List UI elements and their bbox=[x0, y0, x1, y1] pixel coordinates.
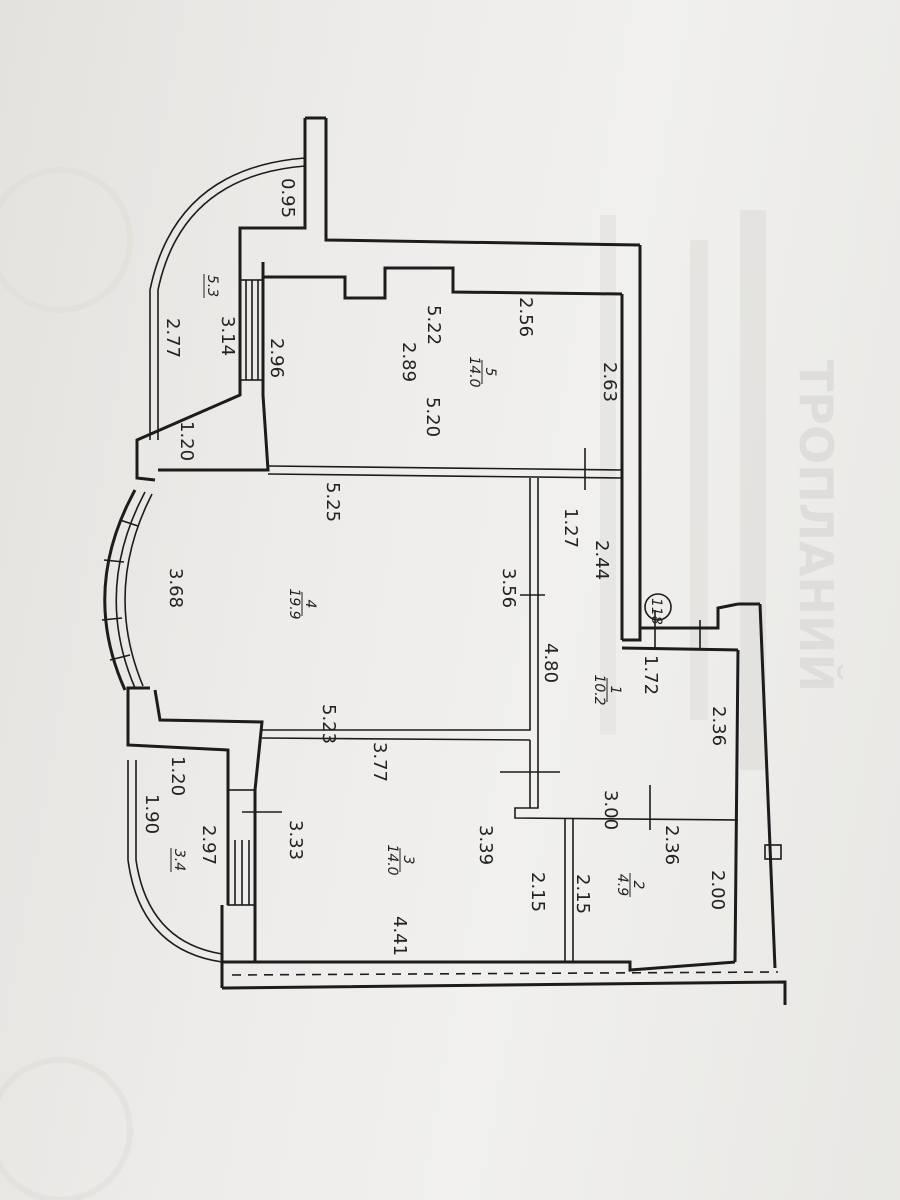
dim-3-00: 3.00 bbox=[600, 790, 621, 830]
svg-text:5.3: 5.3 bbox=[204, 275, 220, 297]
svg-text:4: 4 bbox=[302, 600, 318, 609]
dim-5-20: 5.20 bbox=[422, 397, 443, 437]
dim-2-96: 2.96 bbox=[266, 338, 287, 378]
dim-3-33: 3.33 bbox=[285, 820, 306, 860]
dim-3-39: 3.39 bbox=[475, 825, 496, 865]
dim-1-20-bottom: 1.20 bbox=[167, 756, 188, 796]
svg-text:3: 3 bbox=[400, 856, 416, 865]
dim-2-36-right: 2.36 bbox=[708, 706, 729, 746]
dim-2-15-left: 2.15 bbox=[527, 872, 548, 912]
svg-text:14.0: 14.0 bbox=[384, 844, 400, 875]
exterior-walls bbox=[126, 116, 787, 1005]
dim-5-22: 5.22 bbox=[423, 305, 444, 345]
svg-text:19.9: 19.9 bbox=[286, 588, 302, 619]
svg-text:3.4: 3.4 bbox=[171, 849, 187, 871]
dim-2-15-right: 2.15 bbox=[572, 874, 593, 914]
room-2-marker: 2 4.9 bbox=[614, 873, 646, 897]
dim-4-41: 4.41 bbox=[389, 916, 410, 956]
dim-3-14: 3.14 bbox=[217, 316, 238, 356]
svg-text:118: 118 bbox=[648, 598, 664, 625]
dim-2-97: 2.97 bbox=[198, 825, 219, 865]
bleed-through-text: ТРОПЛАНИЙ bbox=[0, 167, 843, 1200]
dim-3-68: 3.68 bbox=[165, 568, 186, 608]
dim-1-27: 1.27 bbox=[560, 508, 581, 548]
room-3-marker: 3 14.0 bbox=[384, 844, 416, 875]
dim-3-77: 3.77 bbox=[369, 742, 390, 782]
dim-2-63: 2.63 bbox=[599, 362, 620, 402]
dim-1-20-top: 1.20 bbox=[176, 421, 197, 461]
dim-0-95: 0.95 bbox=[277, 178, 298, 218]
room-5-marker: 5 14.0 bbox=[466, 356, 498, 387]
apartment-number-badge: 118 bbox=[644, 593, 672, 625]
dim-5-25: 5.25 bbox=[322, 482, 343, 522]
bay-window bbox=[101, 489, 153, 691]
room-4-marker: 4 19.9 bbox=[286, 588, 318, 619]
dim-2-36-lower: 2.36 bbox=[661, 825, 682, 865]
svg-text:5: 5 bbox=[482, 368, 498, 377]
balcony-5-3-label: 5.3 bbox=[203, 274, 220, 298]
balconies bbox=[127, 157, 306, 963]
room-1-marker: 1 10.2 bbox=[591, 674, 623, 705]
balcony-3-4-label: 3.4 bbox=[170, 848, 187, 872]
dim-2-56: 2.56 bbox=[515, 297, 536, 337]
svg-text:10.2: 10.2 bbox=[591, 674, 607, 705]
dim-1-90: 1.90 bbox=[141, 794, 162, 834]
svg-text:14.0: 14.0 bbox=[466, 356, 482, 387]
dim-4-80: 4.80 bbox=[540, 643, 561, 683]
dim-2-00: 2.00 bbox=[707, 870, 728, 910]
svg-text:4.9: 4.9 bbox=[614, 874, 630, 896]
svg-text:ТРОПЛАНИЙ: ТРОПЛАНИЙ bbox=[789, 360, 843, 692]
dim-2-77: 2.77 bbox=[162, 318, 183, 358]
svg-text:1: 1 bbox=[607, 686, 623, 695]
dim-2-89: 2.89 bbox=[398, 342, 419, 382]
dim-3-56: 3.56 bbox=[498, 568, 519, 608]
svg-text:2: 2 bbox=[630, 881, 646, 890]
interior-walls bbox=[242, 448, 782, 962]
dim-1-72: 1.72 bbox=[640, 655, 661, 695]
dim-5-23: 5.23 bbox=[318, 704, 339, 744]
dimension-labels: 0.95 2.77 3.14 2.96 5.22 2.56 2.89 5.20 … bbox=[141, 178, 729, 956]
dim-2-44: 2.44 bbox=[591, 540, 612, 580]
